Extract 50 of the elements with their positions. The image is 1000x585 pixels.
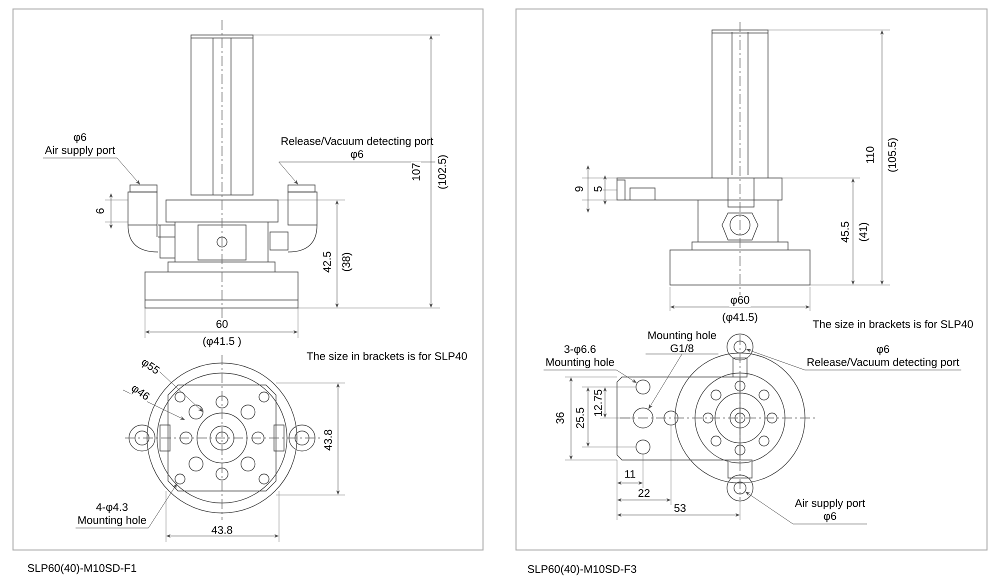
dimension-value: 12.75: [593, 388, 603, 418]
dimension-value: φ55: [138, 356, 162, 378]
dimension-value: 9: [574, 184, 584, 194]
port-hole: [734, 482, 746, 494]
dimension-value: 11: [623, 469, 637, 479]
dimension-value: 45.5: [840, 220, 850, 244]
dimension-value: 6: [95, 206, 105, 216]
dimension-value: φ46: [128, 382, 152, 404]
caption: SLP60(40)-M10SD-F1: [28, 564, 136, 574]
caption: SLP60(40)-M10SD-F3: [528, 564, 636, 576]
callout-text: Release/Vacuum detecting port φ6: [282, 136, 434, 160]
dimension-value: 110: [865, 145, 875, 165]
leader-line: [616, 370, 636, 383]
dimension-value: 42.5: [322, 250, 332, 274]
dimension-value: 60: [214, 319, 230, 329]
leader-line: [148, 484, 177, 528]
dimension-value: 25.5: [575, 406, 585, 430]
fitting-cap: [288, 184, 316, 192]
dimension-value: (41): [858, 221, 870, 243]
fitting-cap: [130, 184, 158, 192]
dimension-value: (φ41.5): [721, 312, 759, 324]
dimension-value: 5: [593, 184, 603, 194]
dimension-value: (105.5): [886, 136, 900, 174]
callout-text: φ6 Release/Vacuum detecting port: [808, 345, 960, 368]
dimension-value: 53: [672, 503, 688, 513]
callout-text: 4-φ4.3 Mounting hole: [78, 503, 146, 526]
dimension-value: (φ41.5 ): [202, 336, 242, 348]
callout-text: Mounting hole G1/8: [648, 331, 716, 352]
dimension-value: 43.8: [210, 525, 234, 535]
leader-line: [278, 162, 298, 184]
callout-text: φ6 Air supply port: [44, 133, 116, 156]
dimension-value: 43.8: [323, 428, 333, 452]
note: The size in brackets is for SLP40: [306, 352, 467, 360]
leader-line: [116, 158, 140, 184]
callout-text: 3-φ6.6 Mounting hole: [546, 345, 614, 368]
dimension-value: 22: [636, 488, 652, 498]
dimension-value: (38): [340, 251, 354, 273]
leader-line: [648, 354, 682, 409]
dimension-value: φ60: [729, 295, 751, 307]
note: The size in brackets is for SLP40: [812, 320, 973, 328]
leader-line: [746, 492, 794, 524]
port-hole: [734, 340, 746, 354]
port-hole: [636, 380, 650, 394]
dimension-value: 36: [555, 410, 565, 426]
leader-line: [746, 349, 806, 370]
dimension-value: (102.5): [436, 154, 450, 190]
port-hole: [174, 474, 186, 484]
port-hole: [632, 408, 654, 428]
dimension-value: 107: [411, 162, 421, 182]
callout-text: Air supply port φ6: [794, 498, 866, 522]
